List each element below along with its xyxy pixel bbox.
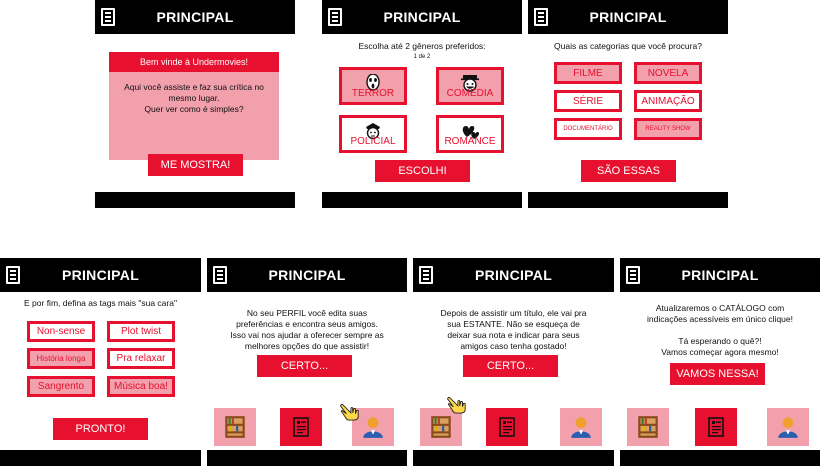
pointer-hand-icon [446, 394, 468, 414]
top-bar: PRINCIPAL [95, 0, 295, 34]
tags-prompt: E por fim, defina as tags mais "sua cara… [24, 298, 177, 308]
welcome-card-title: Bem vinde à Undermovies! [109, 52, 279, 72]
bookshelf-tab[interactable] [214, 408, 256, 446]
genre-policial[interactable]: POLICIAL [339, 115, 407, 153]
catalog-icon [704, 415, 728, 439]
welcome-card-body: Aqui você assiste e faz sua crítica no m… [124, 82, 264, 114]
bottom-bar [528, 192, 728, 208]
done-button[interactable]: PRONTO! [53, 418, 148, 440]
genre-label: POLICIAL [350, 136, 396, 147]
genres-counter: 1 de 2 [413, 54, 431, 60]
menu-icon[interactable] [626, 266, 640, 284]
catalog-tab[interactable] [486, 408, 528, 446]
tag-pra-relaxar[interactable]: Pra relaxar [107, 348, 175, 369]
menu-icon[interactable] [6, 266, 20, 284]
tag-historia-longa[interactable]: História longa [27, 348, 95, 369]
welcome-card: Bem vinde à Undermovies! Aqui você assis… [109, 52, 279, 160]
screen-title: PRINCIPAL [156, 9, 234, 25]
profile-tab[interactable] [767, 408, 809, 446]
bookshelf-icon [428, 414, 454, 440]
bookshelf-icon [222, 414, 248, 440]
menu-icon[interactable] [534, 8, 548, 26]
lets-go-button[interactable]: VAMOS NESSA! [670, 363, 765, 385]
bottom-bar [413, 450, 614, 466]
category-reality-show[interactable]: REALITY SHOW [634, 118, 702, 140]
genre-comedia[interactable]: COMÉDIA [436, 67, 504, 105]
category-novela[interactable]: NOVELA [634, 62, 702, 84]
scream-mask-icon [366, 74, 380, 91]
screen-tags: PRINCIPAL E por fim, defina as tags mais… [0, 258, 201, 466]
top-bar: PRINCIPAL [322, 0, 522, 34]
comedy-face-icon [461, 75, 479, 92]
categories-prompt: Quais as categorias que você procura? [554, 41, 702, 51]
genres-prompt: Escolha até 2 gêneros preferidos: [358, 41, 486, 51]
bookshelf-icon [635, 414, 661, 440]
catalog-tab[interactable] [280, 408, 322, 446]
screen-shelf-tip: PRINCIPAL Depois de assistir um título, … [413, 258, 614, 466]
bottom-bar [207, 450, 407, 466]
profile-icon [775, 414, 801, 440]
top-bar: PRINCIPAL [620, 258, 820, 292]
hearts-icon [462, 126, 480, 139]
catalog-tip-text: Atualizaremos o CATÁLOGO com indicações … [647, 303, 793, 357]
screen-welcome: PRINCIPAL Bem vinde à Undermovies! Aqui … [95, 0, 295, 208]
genre-romance[interactable]: ROMANCE [436, 115, 504, 153]
top-bar: PRINCIPAL [207, 258, 407, 292]
tag-non-sense[interactable]: Non-sense [27, 321, 95, 342]
category-animacao[interactable]: ANIMAÇÃO [634, 90, 702, 112]
menu-icon[interactable] [101, 8, 115, 26]
tag-plot-twist[interactable]: Plot twist [107, 321, 175, 342]
category-documentario[interactable]: DOCUMENTÁRIO [554, 118, 622, 140]
these-are-button[interactable]: SÃO ESSAS [581, 160, 676, 182]
screen-title: PRINCIPAL [681, 267, 759, 283]
genre-label: TERROR [351, 88, 395, 99]
shelf-tip-text: Depois de assistir um título, ele vai pr… [440, 308, 587, 351]
bookshelf-tab[interactable] [420, 408, 462, 446]
show-me-button[interactable]: ME MOSTRA! [148, 154, 243, 176]
catalog-tab[interactable] [695, 408, 737, 446]
bookshelf-tab[interactable] [627, 408, 669, 446]
screen-categories: PRINCIPAL Quais as categorias que você p… [528, 0, 728, 208]
screen-title: PRINCIPAL [383, 9, 461, 25]
profile-tab[interactable] [560, 408, 602, 446]
screen-title: PRINCIPAL [268, 267, 346, 283]
category-filme[interactable]: FILME [554, 62, 622, 84]
catalog-icon [495, 415, 519, 439]
pointer-hand-icon [339, 401, 361, 421]
category-serie[interactable]: SÉRIE [554, 90, 622, 112]
ok-button[interactable]: CERTO... [463, 355, 558, 377]
bottom-bar [322, 192, 522, 208]
tag-sangrento[interactable]: Sangrento [27, 376, 95, 397]
genre-label: COMÉDIA [446, 88, 494, 99]
top-bar: PRINCIPAL [413, 258, 614, 292]
menu-icon[interactable] [213, 266, 227, 284]
screen-title: PRINCIPAL [589, 9, 667, 25]
screen-title: PRINCIPAL [61, 267, 140, 283]
bottom-bar [0, 450, 201, 466]
bottom-bar [95, 192, 295, 208]
screen-title: PRINCIPAL [474, 267, 553, 283]
screen-catalog-tip: PRINCIPAL Atualizaremos o CATÁLOGO com i… [620, 258, 820, 466]
profile-tab[interactable] [352, 408, 394, 446]
menu-icon[interactable] [419, 266, 433, 284]
screen-profile-tip: PRINCIPAL No seu PERFIL você edita suas … [207, 258, 407, 466]
screen-genres: PRINCIPAL Escolha até 2 gêneros preferid… [322, 0, 522, 208]
bottom-bar [620, 450, 820, 466]
choose-button[interactable]: ESCOLHI [375, 160, 470, 182]
menu-icon[interactable] [328, 8, 342, 26]
top-bar: PRINCIPAL [528, 0, 728, 34]
genre-terror[interactable]: TERROR [339, 67, 407, 105]
genre-label: ROMANCE [444, 136, 496, 147]
ok-button[interactable]: CERTO... [257, 355, 352, 377]
profile-icon [568, 414, 594, 440]
catalog-icon [289, 415, 313, 439]
profile-icon [360, 414, 386, 440]
profile-tip-text: No seu PERFIL você edita suas preferênci… [230, 308, 384, 351]
tag-musica-boa[interactable]: Música boa! [107, 376, 175, 397]
top-bar: PRINCIPAL [0, 258, 201, 292]
police-officer-icon [366, 123, 380, 140]
